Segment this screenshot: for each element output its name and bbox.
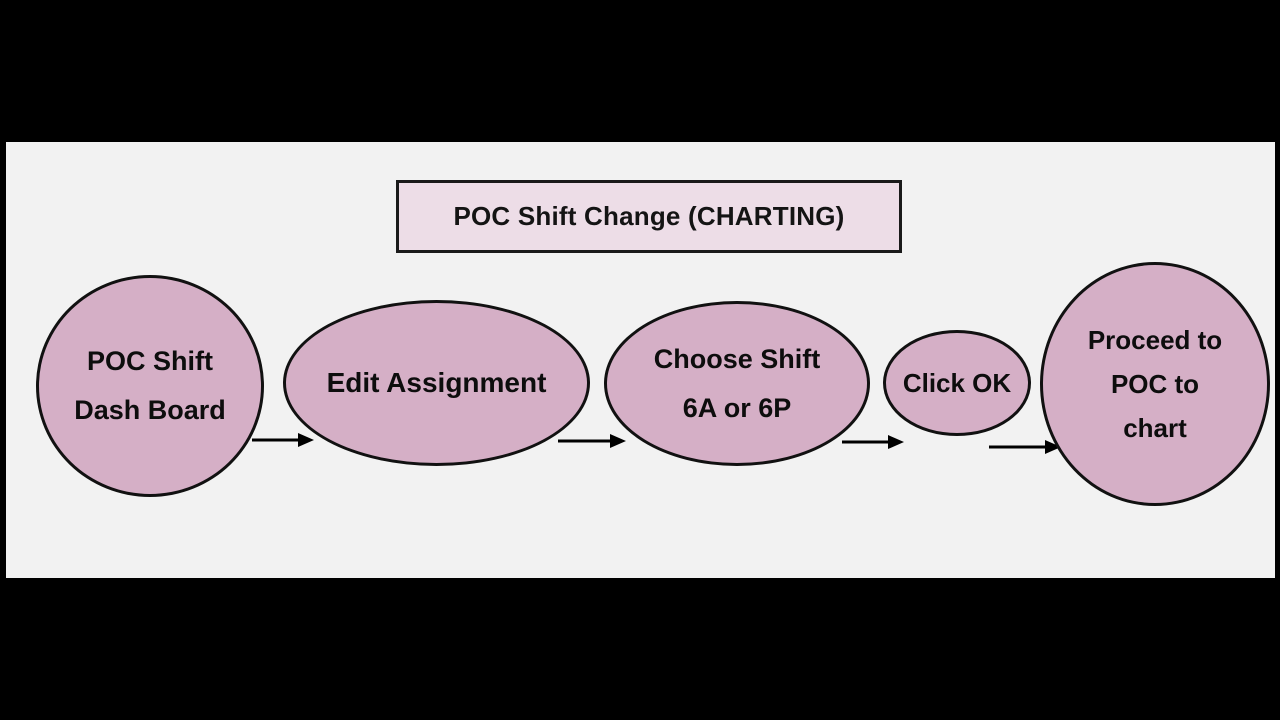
flow-node-click-ok[interactable]: Click OK xyxy=(883,330,1031,436)
slide-canvas: POC Shift Change (CHARTING) POC Shift Da… xyxy=(6,142,1275,578)
flow-node-line: Edit Assignment xyxy=(326,367,547,398)
flow-node-line: Proceed to xyxy=(1087,325,1223,355)
flow-node-proceed-to-poc-to-chart[interactable]: Proceed to POC to chart xyxy=(1040,262,1270,506)
title-banner: POC Shift Change (CHARTING) xyxy=(396,180,902,253)
flow-node-edit-assignment[interactable]: Edit Assignment xyxy=(283,300,590,466)
flow-node-poc-shift-dash-board[interactable]: POC Shift Dash Board xyxy=(36,275,264,497)
connector-arrow-2 xyxy=(558,430,626,452)
flow-node-line: 6A or 6P xyxy=(682,392,792,423)
flow-node-line: Choose Shift xyxy=(653,343,821,374)
flow-node-line: chart xyxy=(1123,413,1187,443)
flow-node-line: POC Shift xyxy=(87,346,213,376)
connector-arrow-1 xyxy=(252,429,314,451)
flow-node-line: Click OK xyxy=(902,368,1012,398)
title-text: POC Shift Change (CHARTING) xyxy=(453,201,845,231)
flow-node-choose-shift[interactable]: Choose Shift 6A or 6P xyxy=(604,301,870,466)
connector-arrow-4 xyxy=(989,436,1061,458)
connector-arrow-3 xyxy=(842,431,904,453)
flow-node-line: Dash Board xyxy=(74,395,226,425)
flow-node-line: POC to xyxy=(1110,369,1200,399)
